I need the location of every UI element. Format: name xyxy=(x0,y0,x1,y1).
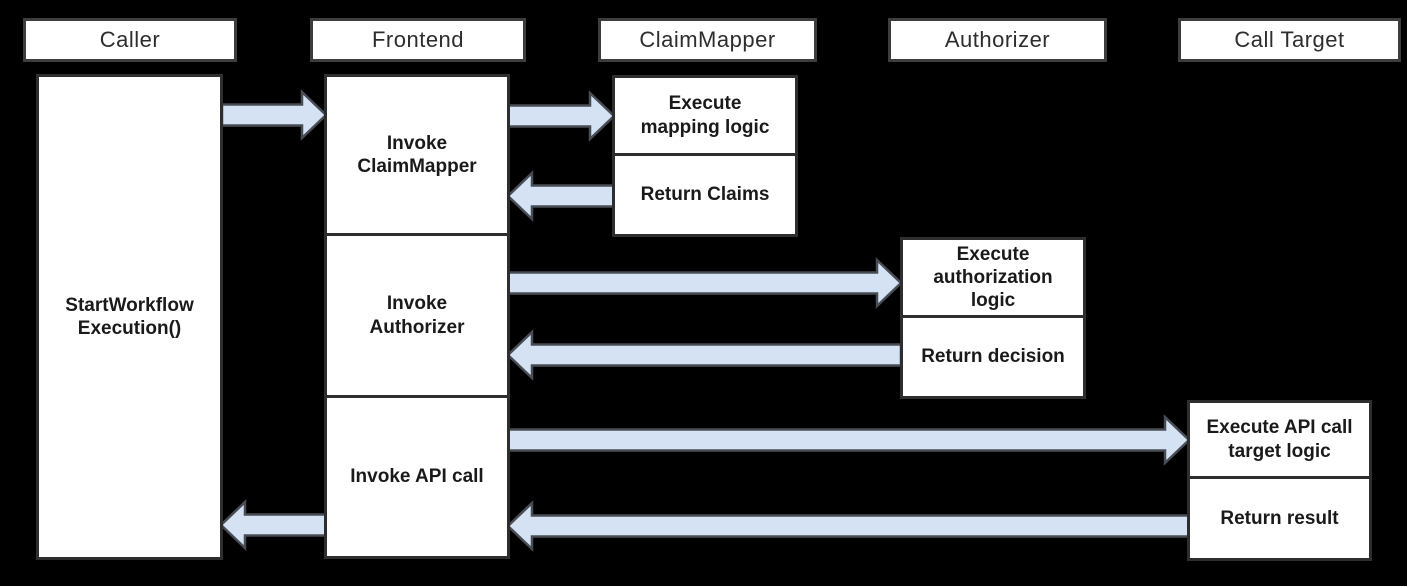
node-invoke-api-call: Invoke API call xyxy=(324,395,510,559)
lane-header-frontend-label: Frontend xyxy=(371,27,465,52)
arrow-calltarget-to-frontend xyxy=(506,500,1191,552)
lane-header-caller: Caller xyxy=(23,18,237,62)
node-execute-api-call-target-logic: Execute API call target logic xyxy=(1187,400,1372,479)
lane-header-calltarget: Call Target xyxy=(1178,18,1401,62)
label-execute-mapping-logic: Execute mapping logic xyxy=(640,93,770,138)
label-return-decision: Return decision xyxy=(921,346,1065,368)
arrow-caller-to-frontend xyxy=(220,89,328,141)
arrow-frontend-to-claimmapper xyxy=(506,90,616,142)
label-invoke-api-call: Invoke API call xyxy=(350,466,484,488)
label-start-workflow-execution: StartWorkflow Execution() xyxy=(65,294,194,339)
arrow-authorizer-to-frontend xyxy=(506,329,903,381)
node-invoke-claimmapper: Invoke ClaimMapper xyxy=(324,74,510,236)
label-return-claims: Return Claims xyxy=(640,184,770,206)
lane-header-claimmapper: ClaimMapper xyxy=(598,18,817,62)
label-invoke-claimmapper: Invoke ClaimMapper xyxy=(357,132,477,177)
label-invoke-authorizer: Invoke Authorizer xyxy=(369,293,465,338)
node-execute-mapping-logic: Execute mapping logic xyxy=(612,75,798,156)
arrow-frontend-to-caller xyxy=(219,499,328,551)
node-return-decision: Return decision xyxy=(900,315,1086,399)
lane-header-authorizer: Authorizer xyxy=(888,18,1107,62)
lane-header-caller-label: Caller xyxy=(99,27,161,52)
node-execute-authorization-logic: Execute authorization logic xyxy=(900,237,1086,318)
lane-header-authorizer-label: Authorizer xyxy=(944,27,1051,52)
node-invoke-authorizer: Invoke Authorizer xyxy=(324,233,510,398)
node-return-claims: Return Claims xyxy=(612,153,798,237)
label-execute-api-call-target-logic: Execute API call target logic xyxy=(1206,417,1353,462)
node-return-result: Return result xyxy=(1187,476,1372,561)
node-start-workflow-execution: StartWorkflow Execution() xyxy=(36,74,223,560)
lane-header-calltarget-label: Call Target xyxy=(1234,27,1345,52)
label-return-result: Return result xyxy=(1220,507,1339,529)
lane-header-claimmapper-label: ClaimMapper xyxy=(639,27,776,52)
lane-header-frontend: Frontend xyxy=(310,18,526,62)
label-execute-authorization-logic: Execute authorization logic xyxy=(933,243,1053,312)
arrow-claimmapper-to-frontend xyxy=(506,170,616,222)
arrow-frontend-to-calltarget xyxy=(506,414,1191,466)
arrow-frontend-to-authorizer xyxy=(506,257,903,309)
